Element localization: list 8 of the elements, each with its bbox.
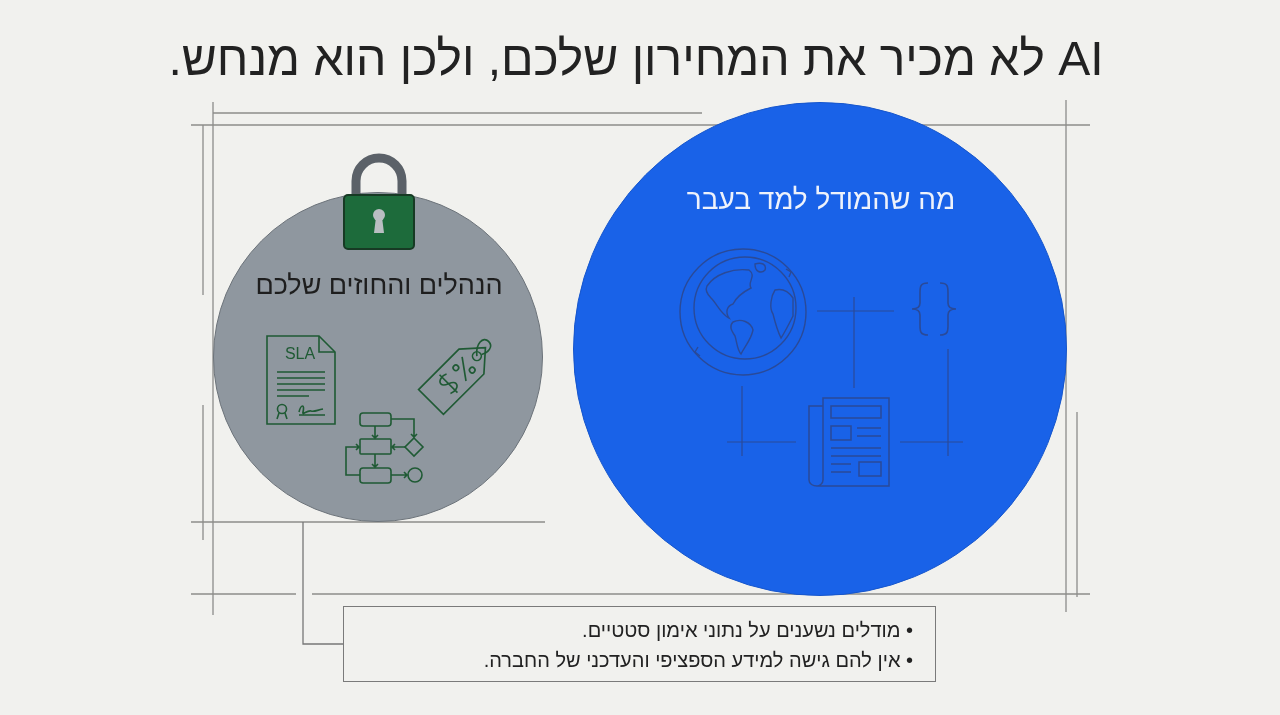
document-title: SLA	[284, 344, 316, 364]
note-box	[343, 606, 936, 682]
bullet-item: • אין להם גישה למידע הספציפי והעדכני של החברה.	[483, 648, 913, 673]
circle-heading: הנהלים והחוזים שלכם	[255, 269, 503, 302]
leader-line	[302, 521, 344, 645]
circle-heading: מה שהמודל למד בעבר	[686, 183, 956, 217]
bullet-item: • מודלים נשענים על נתוני אימון סטטיים.	[582, 618, 913, 643]
slide-title: AI לא מכיר את המחירון שלכם, ולכן הוא מנחש.	[168, 31, 1104, 87]
